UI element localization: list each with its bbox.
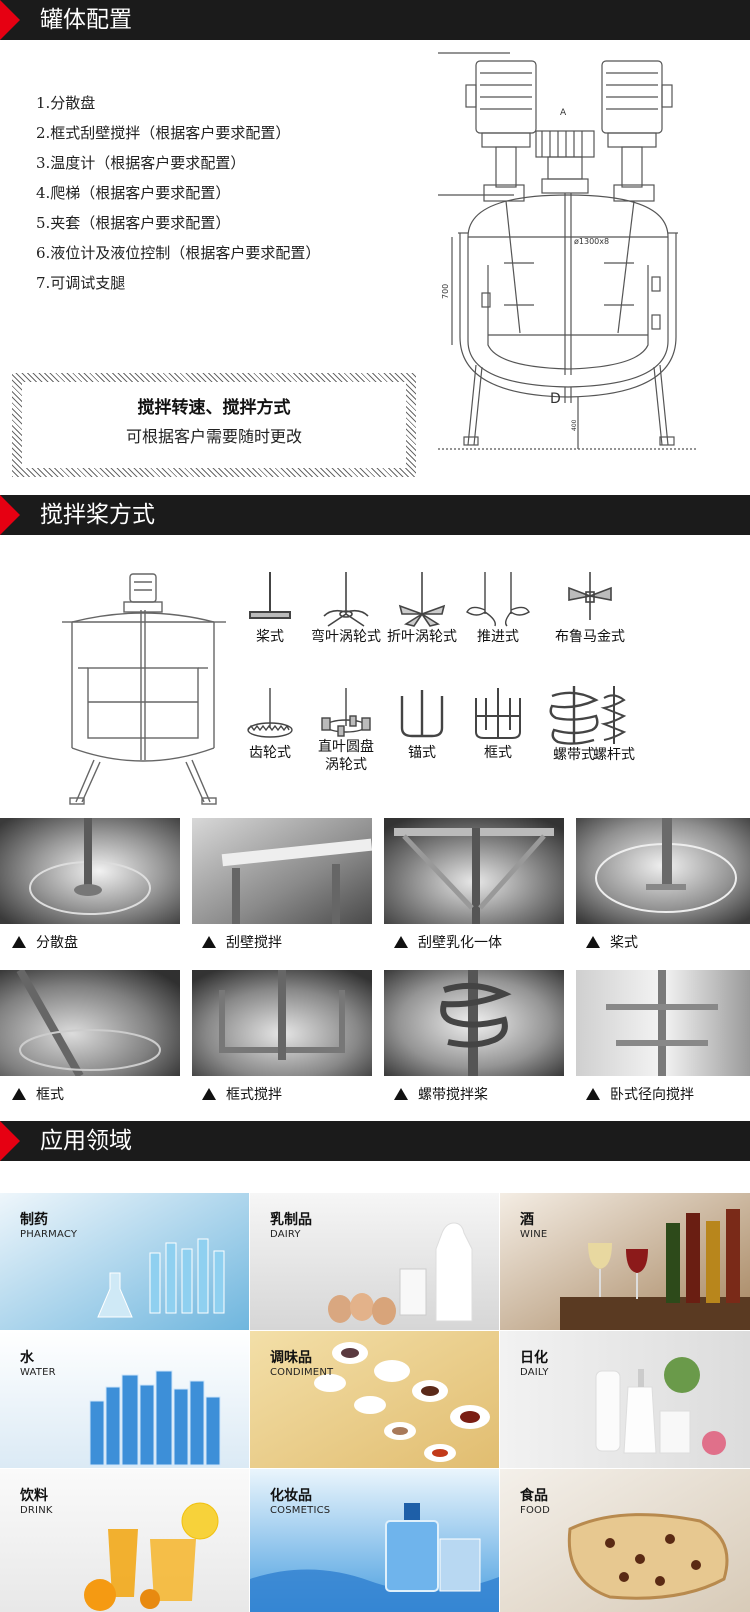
app-tile-pharmacy: 制药 PHARMACY [0,1193,249,1330]
config-list: 1.分散盘 2.框式刮壁搅拌（根据客户要求配置） 3.温度计（根据客户要求配置）… [36,88,320,298]
triangle-bullet-icon [394,1088,408,1100]
red-triangle-marker [0,1121,20,1161]
red-triangle-marker [0,495,20,535]
impeller-frame: 框式 [460,686,536,762]
photo-caption: 框式 [12,1086,64,1104]
app-tile-water: 水 WATER [0,1331,249,1468]
curved-turbine-icon [323,572,369,627]
config-item: 5.夹套（根据客户要求配置） [36,214,231,232]
app-tile-condiment: 调味品 CONDIMENT [250,1331,499,1468]
section-header-agitator: 搅拌桨方式 [0,495,750,535]
disc-turbine-icon [321,688,371,737]
impeller-propeller: 推进式 [460,570,536,646]
propeller-icon [466,572,530,627]
photo-scraper-agitator [192,818,372,924]
sawtooth-disc-icon [247,688,293,738]
photo-ribbon-agitator [384,970,564,1076]
impeller-paddle: 桨式 [232,570,308,646]
config-item: 1.分散盘 [36,94,96,112]
app-tile-dairy: 乳制品 DAIRY [250,1193,499,1330]
photo-frame-agitator [192,970,372,1076]
triangle-bullet-icon [202,936,216,948]
triangle-bullet-icon [202,1088,216,1100]
config-item: 4.爬梯（根据客户要求配置） [36,184,231,202]
frame-impeller-icon [475,688,521,739]
red-triangle-marker [0,0,20,40]
photo-caption: 桨式 [586,934,638,952]
triangle-bullet-icon [12,936,26,948]
ribbon-impeller-icon [549,686,599,745]
section-title: 搅拌桨方式 [40,502,155,528]
photo-caption: 刮壁搅拌 [202,934,282,952]
tank-technical-drawing: A ø1300x8 700 [438,52,698,450]
triangle-bullet-icon [586,936,600,948]
photo-caption: 刮壁乳化一体 [394,934,502,952]
label-d: D [550,391,561,407]
config-item: 3.温度计（根据客户要求配置） [36,154,246,172]
photo-frame [0,970,180,1076]
impeller-disc-turbine: 直叶圆盘 涡轮式 [306,686,386,774]
triangle-bullet-icon [586,1088,600,1100]
impeller-sawtooth: 齿轮式 [232,686,308,762]
impeller-pitched-turbine: 折叶涡轮式 [384,570,460,646]
paddle-impeller-icon [249,572,291,619]
config-item: 6.液位计及液位控制（根据客户要求配置） [36,244,321,262]
impeller-ribbon: 螺带式 [536,686,612,764]
dim-700: 700 [441,284,450,299]
dim-400: 400 [571,419,578,431]
dim-diameter: ø1300x8 [574,237,609,246]
section-title: 罐体配置 [40,7,132,33]
screw-impeller-icon [600,686,627,744]
photo-caption: 卧式径向搅拌 [586,1086,694,1104]
config-item: 7.可调试支腿 [36,274,126,292]
impeller-anchor: 锚式 [384,686,460,762]
photo-caption: 分散盘 [12,934,78,952]
impeller-curved-turbine: 弯叶涡轮式 [308,570,384,646]
note-box: 搅拌转速、搅拌方式 可根据客户需要随时更改 [12,373,416,477]
photo-caption: 框式搅拌 [202,1086,282,1104]
brumagin-icon [568,572,612,620]
label-a: A [560,108,567,118]
config-item: 2.框式刮壁搅拌（根据客户要求配置） [36,124,291,142]
note-subtitle: 可根据客户需要随时更改 [125,427,302,446]
app-tile-drink: 饮料 DRINK [0,1469,249,1612]
section-header-tank-config: 罐体配置 [0,0,750,40]
photo-scraper-emulsifier [384,818,564,924]
photo-horizontal-radial [576,970,750,1076]
pitched-turbine-icon [398,572,446,627]
anchor-impeller-icon [400,690,444,738]
section-header-applications: 应用领域 [0,1121,750,1161]
app-tile-cosmetics: 化妆品 COSMETICS [250,1469,499,1612]
note-title: 搅拌转速、搅拌方式 [137,398,291,418]
section-title: 应用领域 [40,1128,132,1154]
app-tile-wine: 酒 WINE [500,1193,750,1330]
mixer-tank-drawing [62,573,226,805]
app-tile-daily: 日化 DAILY [500,1331,750,1468]
impeller-screw: 螺杆式 [584,686,644,764]
triangle-bullet-icon [12,1088,26,1100]
impeller-brumagin: 布鲁马金式 [540,570,640,646]
photo-paddle [576,818,750,924]
app-tile-food: 食品 FOOD [500,1469,750,1612]
photo-caption: 螺带搅拌桨 [394,1086,488,1104]
photo-dispersion-disc [0,818,180,924]
triangle-bullet-icon [394,936,408,948]
